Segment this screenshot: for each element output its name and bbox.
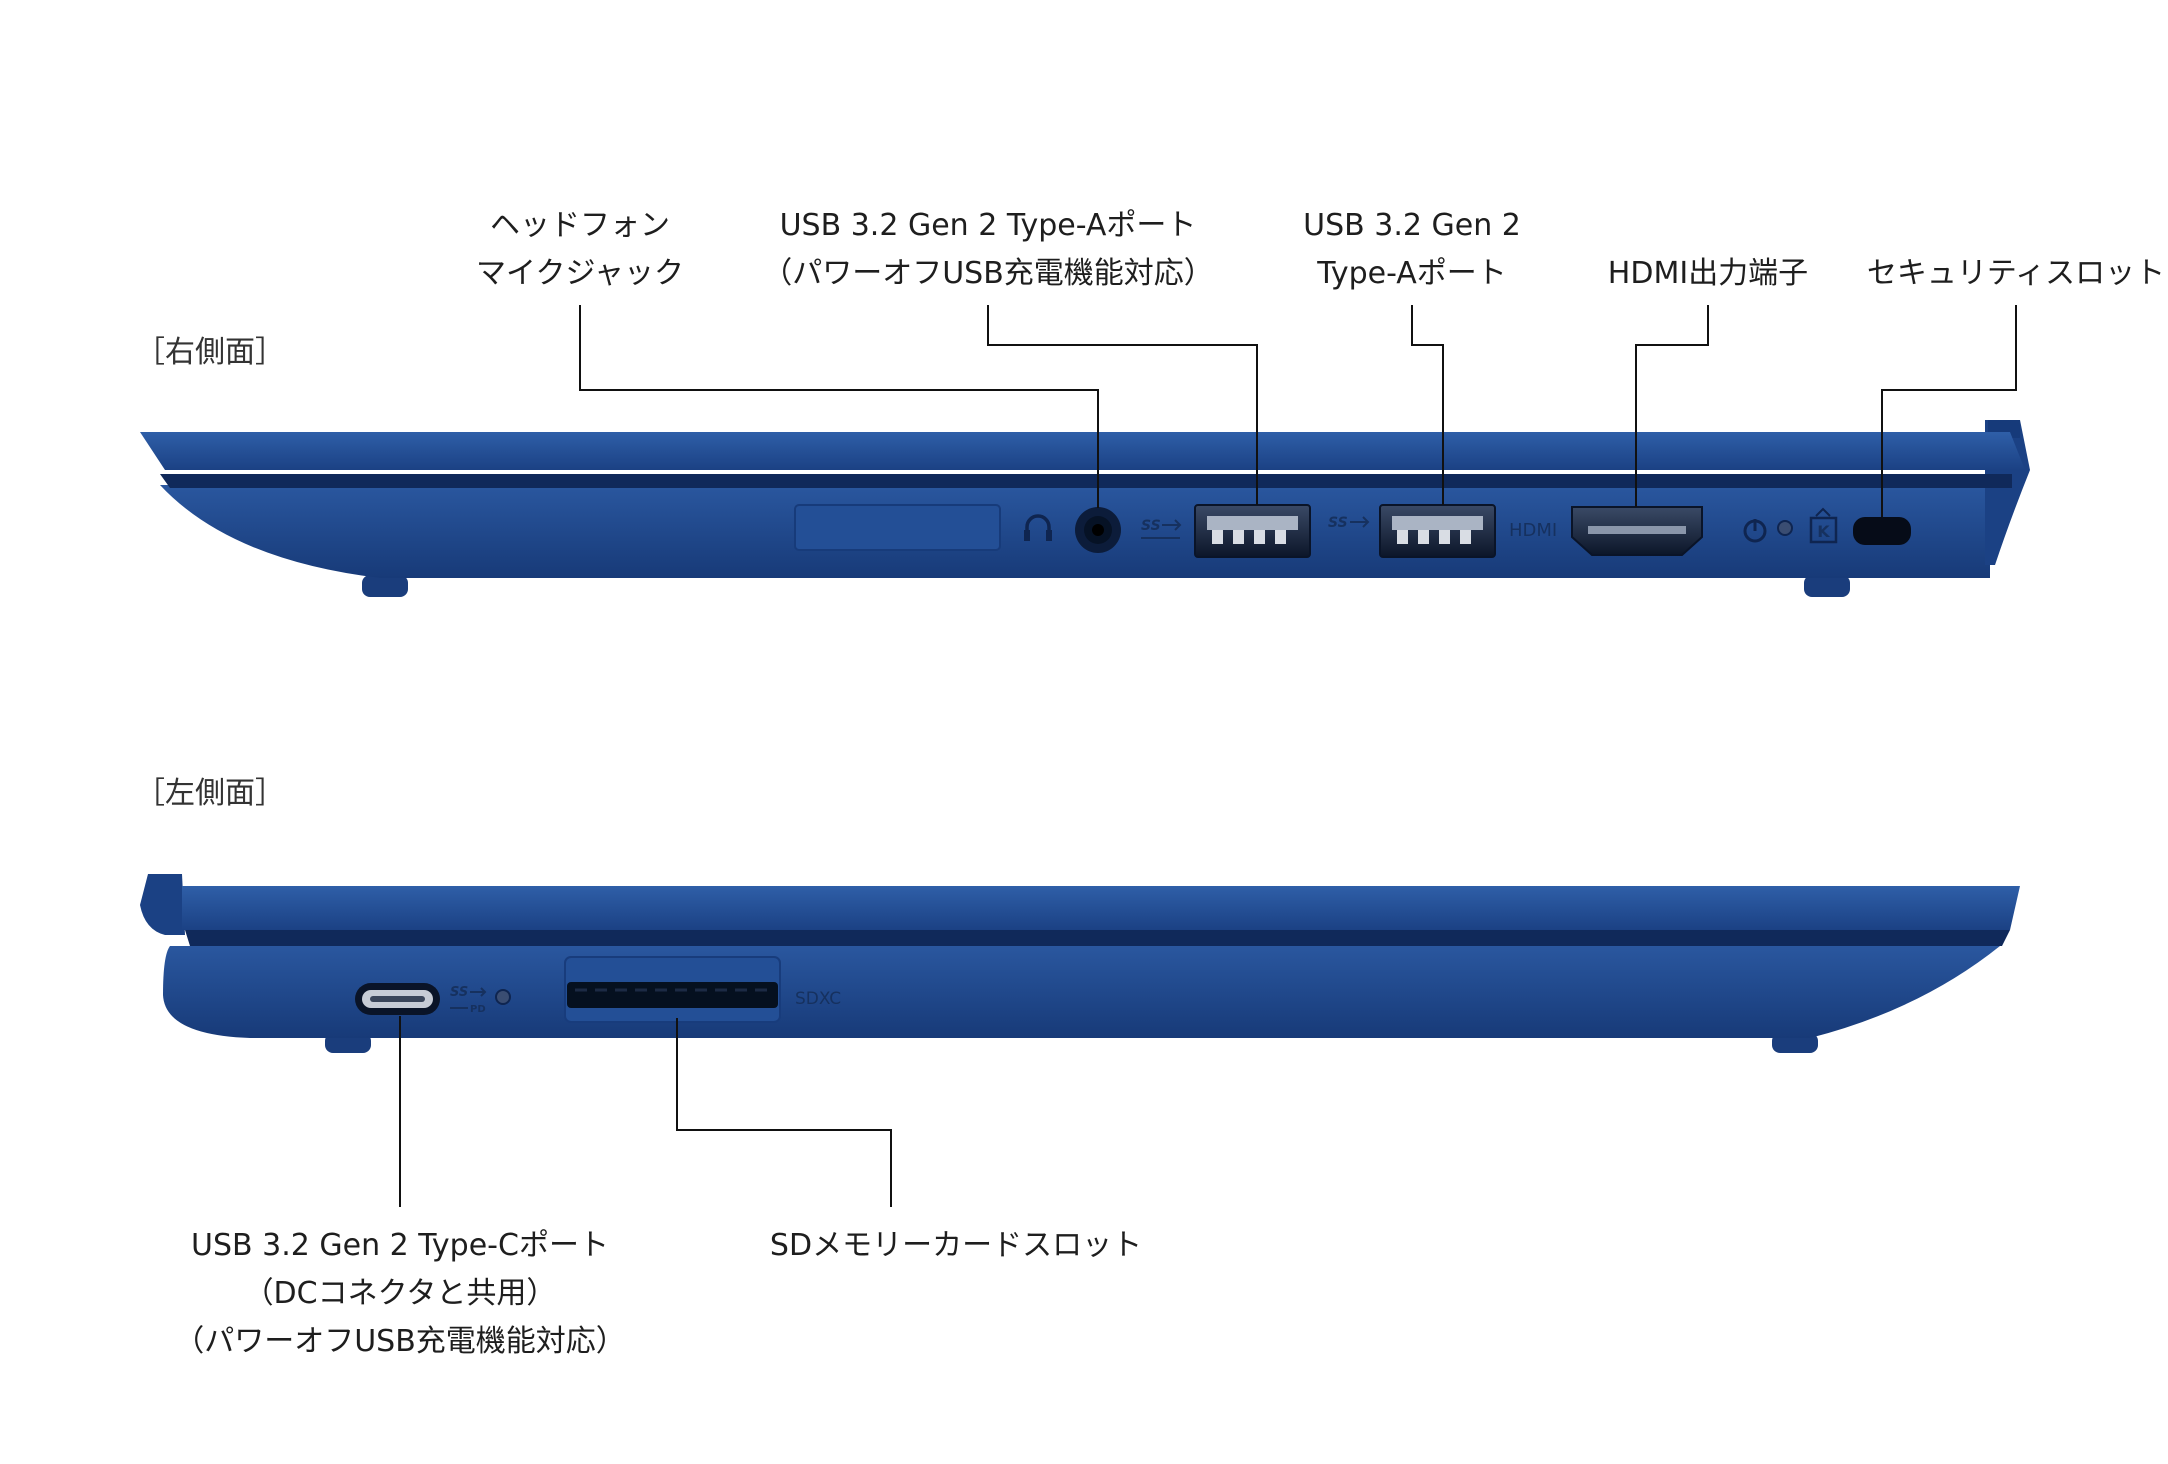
svg-text:PD: PD [470, 1004, 486, 1015]
label-usbc-line1: USB 3.2 Gen 2 Type-Cポート [191, 1228, 609, 1263]
hdmi-mark: HDMI [1509, 520, 1557, 541]
label-sd-slot: SDメモリーカードスロット [770, 1228, 1142, 1263]
usba-port [1379, 504, 1496, 558]
kensington-lock-icon: K [1809, 507, 1838, 544]
label-usbc-line2: （DCコネクタと共用） [244, 1276, 557, 1311]
leader-usba [1411, 305, 1444, 505]
ss-usb-mark-2: SS [1328, 515, 1370, 531]
label-headphone-line2: マイクジャック [476, 256, 684, 291]
lid-left [182, 886, 2020, 930]
sdxc-mark: SDXC [795, 989, 841, 1009]
section-label-left: ［左側面］ [135, 776, 285, 811]
label-hdmi: HDMI出力端子 [1608, 256, 1808, 291]
foot-left [362, 575, 408, 597]
svg-text:SS: SS [1141, 518, 1161, 534]
label-usba-power-line1: USB 3.2 Gen 2 Type-Aポート [780, 208, 1197, 243]
ss-pd-mark: SS PD [450, 985, 487, 1015]
lid [140, 432, 2025, 470]
svg-text:SS: SS [450, 985, 468, 1000]
section-label-right: ［右側面］ [135, 335, 285, 370]
led-indicator-icon [1777, 520, 1793, 536]
leader-hdmi [1635, 305, 1709, 507]
label-security-slot: セキュリティスロット [1867, 256, 2165, 291]
leader-sd [676, 1018, 892, 1207]
label-headphone-line1: ヘッドフォン [490, 208, 670, 243]
ss-usb-mark-1: SS [1141, 518, 1182, 539]
foot-right [1804, 575, 1850, 597]
leader-security [1881, 305, 2017, 517]
usbc-port [355, 983, 440, 1015]
svg-text:SS: SS [1328, 515, 1348, 531]
label-usba-line1: USB 3.2 Gen 2 [1303, 208, 1521, 243]
usba-port-power-off [1194, 504, 1311, 558]
sd-card-slot [564, 956, 781, 1023]
hinge-left [140, 874, 185, 935]
power-icon [1743, 519, 1767, 543]
base-chassis-left [163, 946, 2000, 1038]
seam [160, 474, 2012, 488]
led-indicator-left-icon [495, 989, 511, 1005]
label-usbc-line3: （パワーオフUSB充電機能対応） [174, 1324, 626, 1359]
laptop-right-side: SS SS HDMI [140, 420, 2030, 597]
leader-headphone [579, 305, 1099, 508]
leader-usba-power [987, 305, 1258, 505]
slot-cover [794, 504, 1001, 551]
security-slot [1853, 517, 1911, 545]
headphone-icon [1024, 514, 1052, 541]
headphone-jack [1075, 507, 1121, 553]
label-usba-power-line2: （パワーオフUSB充電機能対応） [762, 256, 1214, 291]
hdmi-port [1571, 506, 1703, 556]
laptop-left-side: SS PD SDXC [140, 874, 2020, 1053]
svg-text:K: K [1817, 522, 1830, 541]
label-usba-line2: Type-Aポート [1316, 256, 1507, 291]
seam-left [185, 930, 2010, 946]
